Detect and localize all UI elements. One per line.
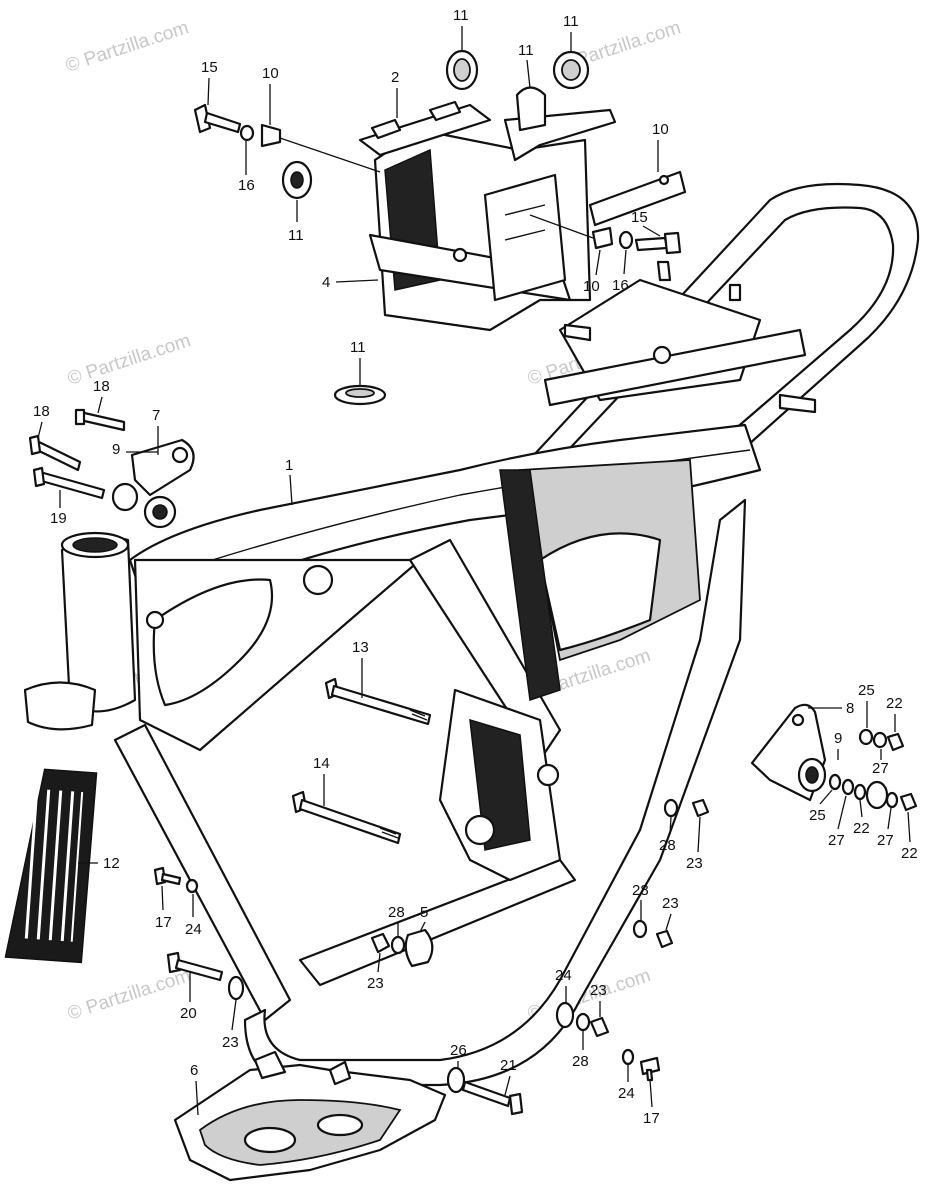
callout-27: 27 (872, 760, 889, 777)
callout-18: 18 (33, 403, 50, 420)
callout-25: 25 (858, 682, 875, 699)
callout-23: 23 (686, 855, 703, 872)
lower-left-hardware (153, 866, 245, 1001)
callout-27: 27 (828, 832, 845, 849)
upper-bracket-grommet (515, 86, 547, 132)
callout-25: 25 (809, 807, 826, 824)
callout-21: 21 (500, 1057, 517, 1074)
callout-6: 6 (190, 1062, 198, 1079)
callout-22: 22 (886, 695, 903, 712)
right-footrest-bracket (750, 703, 918, 812)
left-footrest-bracket (28, 408, 195, 529)
callout-11: 11 (453, 7, 469, 24)
watermark: © Partzilla.com (63, 17, 191, 77)
callout-11: 11 (350, 339, 366, 356)
callout-11: 11 (563, 13, 579, 30)
callout-9: 9 (834, 730, 842, 747)
callout-23: 23 (367, 975, 384, 992)
callout-15: 15 (201, 59, 218, 76)
callout-12: 12 (103, 855, 120, 872)
callout-10: 10 (583, 278, 600, 295)
callout-17: 17 (643, 1110, 660, 1127)
battery-holder (588, 170, 687, 227)
callout-10: 10 (262, 65, 279, 82)
callout-23: 23 (222, 1034, 239, 1051)
callout-1: 1 (285, 457, 293, 474)
callout-23: 23 (662, 895, 679, 912)
watermark: © Partzilla.com (65, 965, 193, 1025)
lower-right-hardware (446, 1001, 661, 1116)
callout-28: 28 (572, 1053, 589, 1070)
callout-4: 4 (322, 274, 330, 291)
callout-7: 7 (152, 407, 160, 424)
callout-18: 18 (93, 378, 110, 395)
bolt-15-left (193, 103, 282, 148)
callout-23: 23 (590, 982, 607, 999)
callout-22: 22 (901, 845, 918, 862)
callout-15: 15 (631, 209, 648, 226)
callout-2: 2 (391, 69, 399, 86)
callout-27: 27 (877, 832, 894, 849)
callout-28: 28 (632, 882, 649, 899)
callout-5: 5 (420, 904, 428, 921)
callout-16: 16 (612, 277, 629, 294)
callout-11: 11 (518, 42, 534, 59)
callout-24: 24 (555, 967, 572, 984)
callout-3: 10 (652, 121, 669, 138)
callout-24: 24 (185, 921, 202, 938)
callout-28: 28 (388, 904, 405, 921)
callout-28: 28 (659, 837, 676, 854)
callout-26: 26 (450, 1042, 467, 1059)
callout-9: 9 (112, 441, 120, 458)
battery-box (368, 128, 592, 332)
watermark: © Partzilla.com (65, 330, 193, 390)
callout-17: 17 (155, 914, 172, 931)
bolt-15-right (591, 226, 682, 282)
skid-plate (173, 1050, 447, 1182)
battery-strap (358, 100, 492, 157)
callout-22: 22 (853, 820, 870, 837)
callout-20: 20 (180, 1005, 197, 1022)
callout-19: 19 (50, 510, 67, 527)
center-hardware (370, 928, 434, 968)
callout-11: 11 (288, 227, 304, 244)
callout-24: 24 (618, 1085, 635, 1102)
callout-14: 14 (313, 755, 330, 772)
callout-16: 16 (238, 177, 255, 194)
main-frame (23, 182, 920, 1087)
grommets (281, 49, 590, 406)
callout-13: 13 (352, 639, 369, 656)
right-mid-hardware (632, 798, 710, 949)
engine-bolts (291, 677, 432, 845)
callout-8: 8 (846, 700, 854, 717)
caution-label (4, 768, 98, 964)
